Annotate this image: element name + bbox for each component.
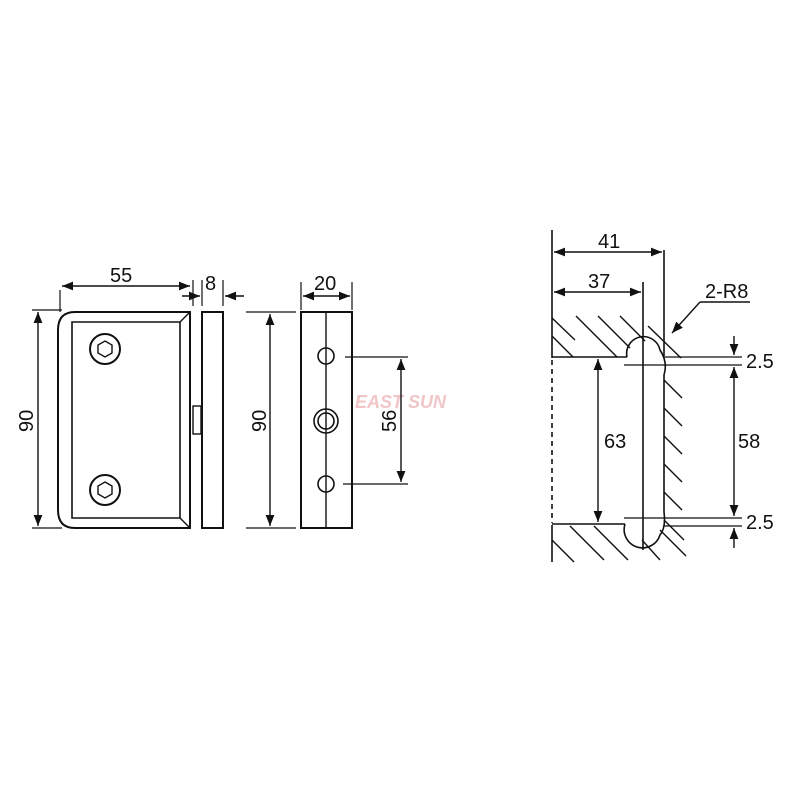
outer-width-label: 41 xyxy=(598,231,620,253)
cutout-view xyxy=(551,230,750,563)
side-width-label: 20 xyxy=(314,273,336,295)
overall-height-label: 63 xyxy=(604,431,626,453)
screw-bottom-icon xyxy=(89,474,121,506)
inner-width-label: 37 xyxy=(588,271,610,293)
front-height-label: 90 xyxy=(16,410,38,432)
screw-top-icon xyxy=(89,333,121,365)
hole-spacing-label: 56 xyxy=(379,410,401,432)
top-offset-label: 2.5 xyxy=(746,351,774,373)
side-height-label: 90 xyxy=(249,410,271,432)
bottom-offset-label: 2.5 xyxy=(746,512,774,534)
radius-label: 2-R8 xyxy=(705,281,748,303)
front-thickness-label: 8 xyxy=(205,273,216,295)
front-width-label: 55 xyxy=(110,265,132,287)
front-view xyxy=(32,280,244,529)
side-view xyxy=(246,282,408,529)
inner-height-label: 58 xyxy=(738,431,760,453)
